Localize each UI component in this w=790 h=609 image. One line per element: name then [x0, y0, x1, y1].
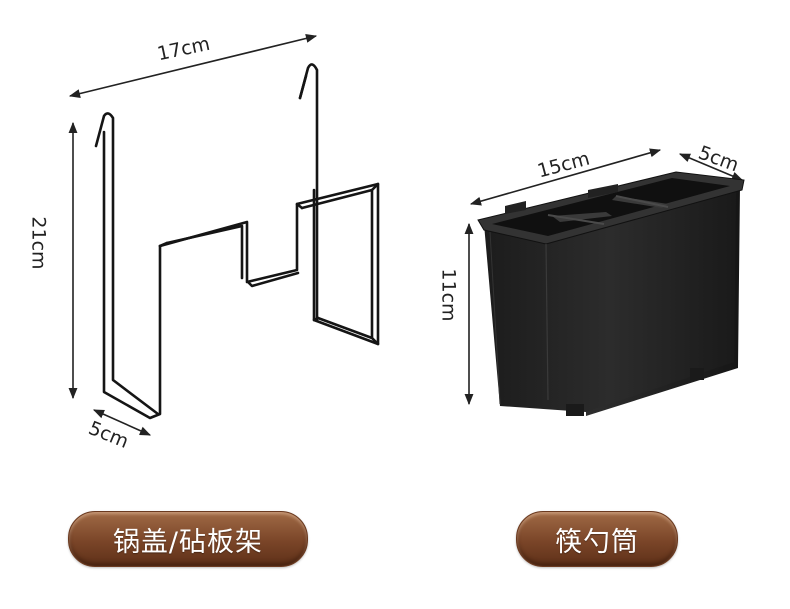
- depth-arrow-left: [92, 409, 152, 436]
- lid-board-rack-caption: 锅盖/砧板架: [68, 511, 308, 567]
- right-height-label: 11cm: [437, 268, 460, 322]
- utensil-holder-caption-text: 筷勺筒: [555, 526, 639, 558]
- width-arrow-left: [68, 34, 318, 98]
- utensil-holder-caption: 筷勺筒: [516, 511, 678, 567]
- utensil-holder-illustration: [477, 171, 745, 416]
- lid-board-rack-caption-text: 锅盖/砧板架: [112, 526, 264, 558]
- left-height-label: 21cm: [27, 216, 50, 270]
- width-arrow-right: [469, 148, 662, 206]
- depth-arrow-right: [678, 153, 744, 181]
- lid-board-rack-illustration: [94, 63, 380, 420]
